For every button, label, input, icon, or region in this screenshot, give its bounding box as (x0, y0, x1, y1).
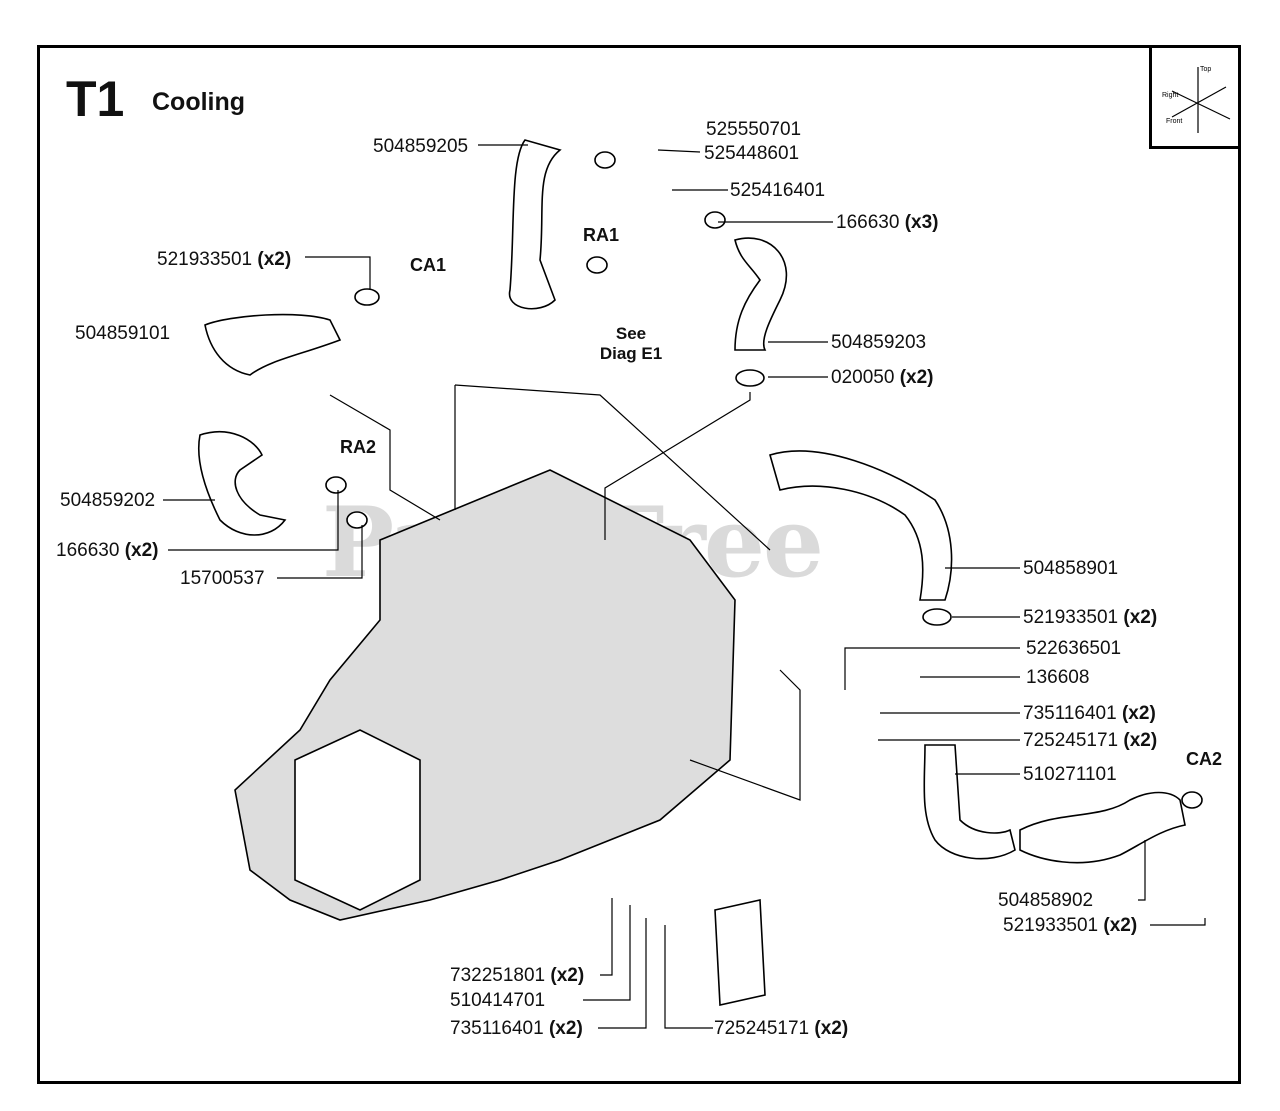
part-qty: (x2) (1123, 730, 1158, 751)
part-label: 525416401 (730, 181, 825, 200)
clamp-ra1 (586, 256, 608, 274)
part-number: 020050 (831, 367, 895, 388)
orient-front: Front (1166, 118, 1182, 125)
part-label: 166630 (x3) (836, 213, 938, 232)
part-label: 725245171 (x2) (1023, 731, 1157, 750)
part-qty: (x2) (899, 367, 934, 388)
clamp-ca2 (1181, 791, 1203, 809)
orient-right: Right (1162, 92, 1178, 99)
section-id: T1 (66, 71, 125, 127)
part-label: 521933501 (x2) (1003, 916, 1137, 935)
hose-504859203 (734, 237, 788, 351)
part-number: 15700537 (180, 568, 265, 589)
part-number: 504859202 (60, 490, 156, 511)
part-label: 136608 (1026, 668, 1089, 687)
part-label: 504859205 (373, 137, 468, 156)
part-label: 15700537 (180, 569, 265, 588)
fuel-filter (714, 899, 766, 1006)
part-label: 521933501 (x2) (157, 250, 291, 269)
part-label: 735116401 (x2) (1023, 704, 1156, 723)
part-label: 504858901 (1023, 559, 1118, 578)
part-label: 020050 (x2) (831, 368, 933, 387)
part-number: 725245171 (1023, 730, 1119, 751)
hose-504859202 (197, 430, 287, 536)
part-number: 504858901 (1023, 558, 1119, 579)
part-number: 510271101 (1023, 764, 1117, 785)
tag-ca2: CA2 (1186, 749, 1223, 769)
part-number: 136608 (1026, 667, 1090, 688)
part-number: 725245171 (714, 1018, 810, 1039)
part-qty: (x2) (548, 1018, 583, 1039)
part-number: 521933501 (157, 249, 253, 270)
part-label: 525550701 (706, 120, 801, 139)
part-label: 510414701 (450, 991, 545, 1010)
tag-ra2: RA2 (340, 437, 377, 457)
clamp-ra2 (325, 476, 347, 494)
part-label: 166630 (x2) (56, 541, 158, 560)
part-label: 735116401 (x2) (450, 1019, 583, 1038)
part-label: 504859203 (831, 333, 926, 352)
see-note-line1: See (615, 324, 647, 343)
tag-ca1: CA1 (410, 255, 447, 275)
clamp-ca1 (354, 288, 380, 306)
hose-510271101 (923, 744, 1016, 860)
part-label: 522636501 (1026, 639, 1121, 658)
part-qty: (x2) (1103, 915, 1138, 936)
hose-504858902 (1019, 791, 1186, 864)
diagram-frame (37, 45, 1241, 1084)
part-number: 504858902 (998, 890, 1094, 911)
part-number: 521933501 (1003, 915, 1099, 936)
orient-top: Top (1200, 66, 1211, 73)
part-label: 504859101 (75, 324, 170, 343)
part-qty: (x2) (1123, 607, 1158, 628)
part-number: 525550701 (706, 119, 802, 140)
clamp-020050 (735, 369, 765, 387)
clamp-top (594, 151, 616, 169)
tag-ra1: RA1 (583, 225, 620, 245)
orientation-box: Top Right Front (1149, 45, 1241, 149)
part-number: 525448601 (704, 143, 800, 164)
part-number: 510414701 (450, 990, 546, 1011)
part-number: 735116401 (1023, 703, 1117, 724)
clamp-166630 (704, 211, 726, 229)
hose-504859205 (508, 139, 562, 310)
part-number: 525416401 (730, 180, 826, 201)
part-label: 732251801 (x2) (450, 966, 584, 985)
part-label: 521933501 (x2) (1023, 608, 1157, 627)
section-title: Cooling (152, 88, 246, 116)
part-number: 732251801 (450, 965, 546, 986)
see-diagram-note: See Diag E1 (585, 324, 677, 363)
part-label: 725245171 (x2) (714, 1019, 848, 1038)
see-note-line2: Diag E1 (599, 343, 663, 363)
orientation-axes-icon: Top Right Front (1162, 66, 1231, 133)
hose-504858901 (769, 450, 953, 601)
clamp-521933501 (922, 608, 952, 626)
clamp-166630-lower (346, 511, 368, 529)
part-label: 510271101 (1023, 765, 1117, 784)
part-label: 525448601 (704, 144, 799, 163)
part-number: 504859203 (831, 332, 927, 353)
part-number: 735116401 (450, 1018, 544, 1039)
hose-504859101 (204, 313, 342, 376)
part-qty: (x2) (1121, 703, 1156, 724)
part-number: 522636501 (1026, 638, 1122, 659)
part-number: 504859101 (75, 323, 171, 344)
part-label: 504858902 (998, 891, 1093, 910)
part-qty: (x2) (124, 540, 159, 561)
part-number: 504859205 (373, 136, 469, 157)
part-qty: (x3) (904, 212, 939, 233)
part-number: 166630 (836, 212, 900, 233)
part-qty: (x2) (550, 965, 585, 986)
part-number: 521933501 (1023, 607, 1119, 628)
engine-flywheel-housing (294, 729, 421, 911)
part-qty: (x2) (814, 1018, 849, 1039)
part-number: 166630 (56, 540, 120, 561)
part-qty: (x2) (257, 249, 292, 270)
part-label: 504859202 (60, 491, 155, 510)
